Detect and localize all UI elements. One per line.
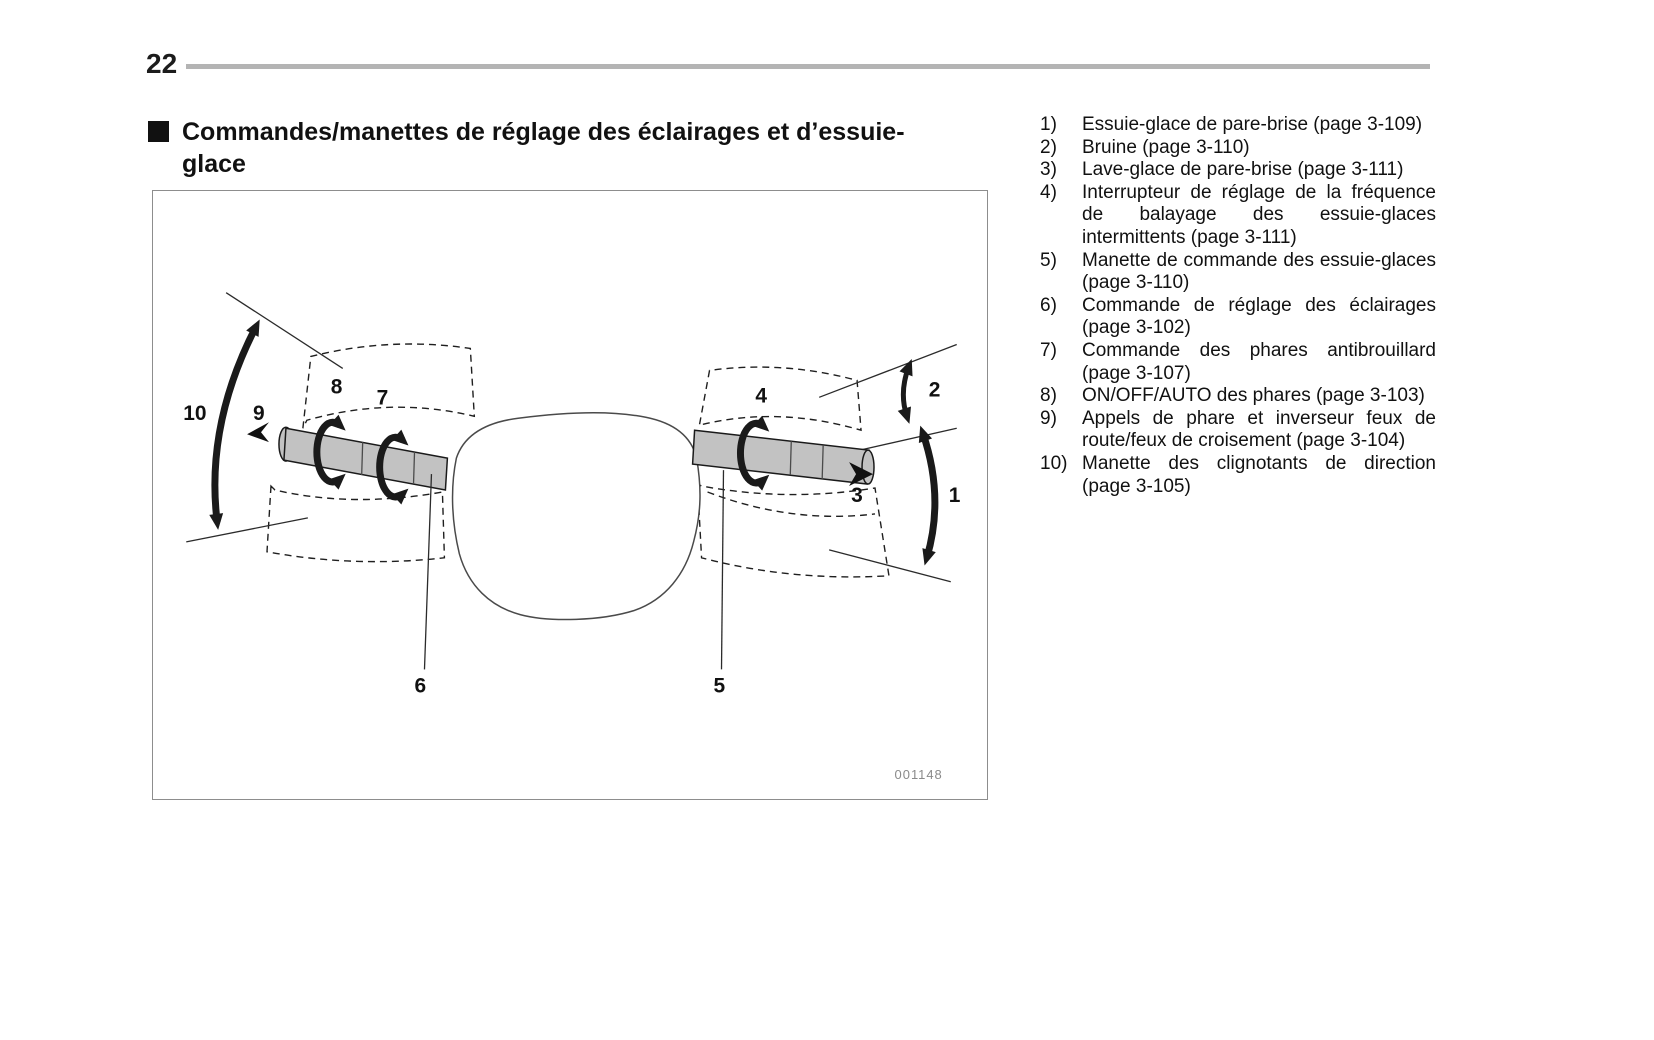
right-lower-dashed-wedge [696, 482, 890, 578]
diagram-svg: 10 9 8 7 4 2 3 1 6 5 001148 [183, 292, 961, 782]
flash-to-pass-arrow [247, 422, 269, 443]
right-lower-dashed-curve [707, 491, 876, 517]
legend-item-7: 7) Commande des phares antibrouillard (p… [1040, 340, 1436, 385]
leader-callout-5 [720, 470, 725, 670]
legend-item-number: 5) [1040, 249, 1057, 271]
heading-line2: glace [182, 150, 246, 178]
left-stalk-band-1 [361, 442, 364, 476]
section-heading-text: Commandes/manettes de réglage des éclair… [182, 116, 905, 180]
mist-arrow [897, 358, 913, 424]
washer-tip-arrow [849, 462, 874, 487]
legend-item-6: 6) Commande de réglage des éclairages (p… [1040, 295, 1436, 340]
wiper-lever-arrow [918, 425, 939, 566]
legend-item-number: 7) [1040, 339, 1057, 361]
leader-mid-right [850, 427, 957, 453]
right-upper-dashed-wedge [698, 366, 862, 432]
legend-list: 1) Essuie-glace de pare-brise (page 3-10… [1040, 114, 1436, 498]
legend-item-number: 8) [1040, 385, 1057, 407]
header-rule [186, 64, 1430, 69]
legend-item-text: Commande des phares antibrouillard (page… [1082, 339, 1436, 384]
leader-upper-right [818, 343, 957, 398]
left-upper-dashed-wedge [302, 343, 476, 429]
legend-item-text: Essuie-glace de pare-brise (page 3-109) [1082, 114, 1423, 135]
callout-6: 6 [415, 674, 427, 697]
leader-callout-6 [423, 474, 433, 670]
steering-column-diagram: 10 9 8 7 4 2 3 1 6 5 001148 [152, 190, 988, 800]
dashed-motion-ranges [266, 343, 890, 578]
rotation-ring-arrows [313, 414, 770, 505]
black-square-icon [148, 121, 169, 142]
figure-code: 001148 [895, 767, 943, 782]
legend-item-8: 8) ON/OFF/AUTO des phares (page 3-103) [1040, 385, 1436, 408]
right-stalk-band-1 [789, 441, 792, 476]
legend-item-4: 4) Interrupteur de réglage de la fréquen… [1040, 182, 1436, 250]
legend-item-3: 3) Lave-glace de pare-brise (page 3-111) [1040, 159, 1436, 182]
legend-item-10: 10) Manette des clignotants de direction… [1040, 453, 1436, 498]
legend-item-text: Interrupteur de réglage de la fréquence … [1082, 181, 1436, 248]
legend-item-text: Lave-glace de pare-brise (page 3-111) [1082, 159, 1404, 181]
legend-item-text: ON/OFF/AUTO des phares (page 3-103) [1082, 385, 1425, 407]
legend-item-number: 4) [1040, 181, 1057, 203]
callout-9: 9 [253, 402, 265, 425]
callout-8: 8 [331, 375, 343, 398]
left-stalk-band-2 [412, 452, 416, 485]
legend-item-9: 9) Appels de phare et inverseur feux de … [1040, 408, 1436, 453]
legend-item-text: Manette des clignotants de direction (pa… [1082, 452, 1436, 497]
legend-item-number: 9) [1040, 407, 1057, 429]
legend-item-2: 2) Bruine (page 3-110) [1040, 137, 1436, 160]
left-stalk [278, 426, 449, 491]
right-stalk [691, 429, 875, 485]
callout-3: 3 [851, 484, 863, 507]
legend-item-text: Manette de commande des essuie-glaces (p… [1082, 249, 1436, 294]
section-heading: Commandes/manettes de réglage des éclair… [148, 116, 980, 180]
callout-4: 4 [755, 384, 767, 407]
callout-5: 5 [714, 674, 726, 697]
leader-lines [186, 292, 957, 583]
fog-lamp-ring-arrow [313, 414, 346, 490]
direction-arrows [209, 319, 939, 566]
callout-7: 7 [377, 386, 389, 409]
legend-item-text: Commande de réglage des éclairages (page… [1082, 294, 1436, 339]
legend-item-text: Appels de phare et inverseur feux de rou… [1082, 407, 1436, 452]
left-stalk-body [283, 427, 449, 491]
left-lower-dashed-wedge [266, 484, 446, 563]
legend-item-number: 2) [1040, 136, 1057, 158]
leader-lower-left [186, 517, 308, 543]
leader-lower-right [828, 549, 951, 583]
light-switch-ring-arrow [376, 429, 409, 505]
legend-item-1: 1) Essuie-glace de pare-brise (page 3-10… [1040, 114, 1436, 137]
legend-item-number: 10) [1040, 452, 1068, 474]
legend-item-number: 6) [1040, 294, 1057, 316]
steering-wheel [451, 412, 701, 621]
legend-item-number: 3) [1040, 159, 1057, 181]
callout-1: 1 [949, 484, 961, 507]
right-stalk-body [691, 429, 870, 485]
heading-line1: Commandes/manettes de réglage des éclair… [182, 118, 905, 146]
wiper-interval-ring-arrow [737, 415, 770, 491]
legend-item-text: Bruine (page 3-110) [1082, 136, 1250, 158]
right-stalk-band-2 [821, 445, 824, 480]
turn-signal-arrow [209, 319, 260, 530]
right-stalk-endcap [861, 449, 875, 485]
legend-item-5: 5) Manette de commande des essuie-glaces… [1040, 250, 1436, 295]
callout-10: 10 [183, 402, 206, 425]
leader-upper-left [225, 292, 344, 369]
page-number: 22 [146, 48, 178, 79]
legend-item-number: 1) [1040, 114, 1057, 135]
callout-2: 2 [929, 378, 941, 401]
